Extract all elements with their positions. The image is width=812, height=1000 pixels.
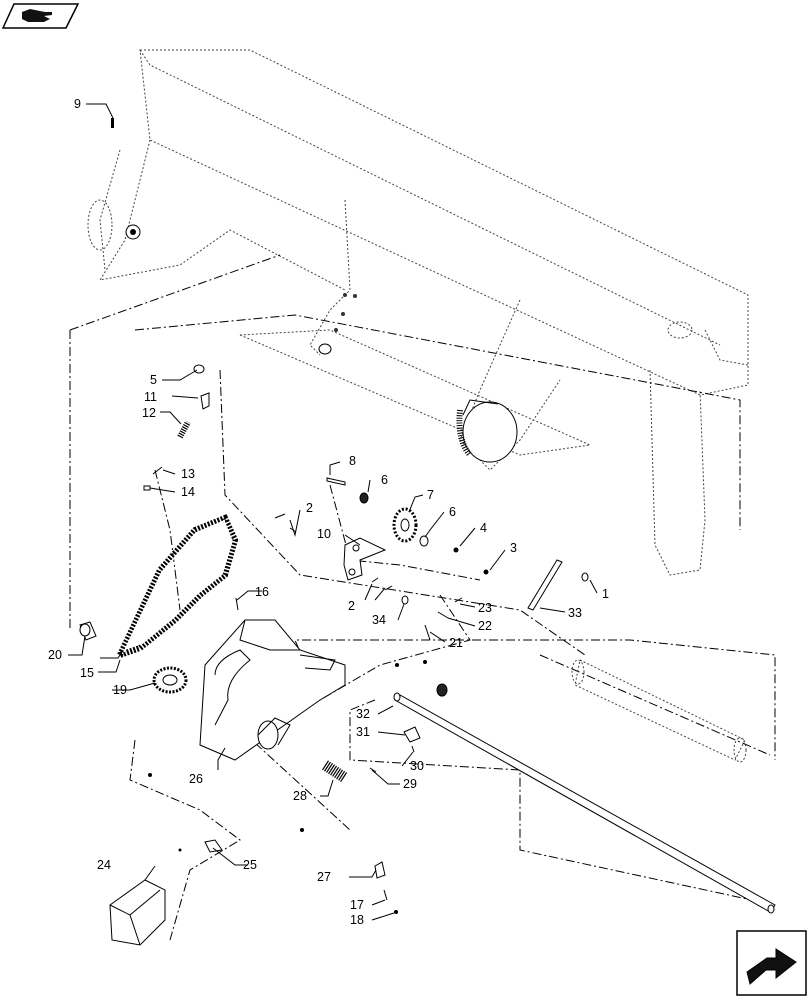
header-frame-phantom xyxy=(87,49,749,576)
callout-18: 18 xyxy=(350,913,364,927)
part-30-screw xyxy=(411,745,415,753)
callout-27: 27 xyxy=(317,870,331,884)
roller-phantom xyxy=(571,659,747,763)
part-23-clip xyxy=(454,597,463,603)
part-21-spring-pin xyxy=(424,624,431,641)
callout-16: 16 xyxy=(255,585,269,599)
small-hardware xyxy=(148,660,427,777)
part-32-collar xyxy=(436,683,448,697)
part-2-clip-b xyxy=(371,577,393,591)
part-17-bolt xyxy=(383,889,388,901)
part-27-bracket xyxy=(374,861,386,879)
callout-10: 10 xyxy=(317,527,331,541)
next-page-button[interactable] xyxy=(736,930,807,996)
callout-30: 30 xyxy=(410,759,424,773)
callout-4: 4 xyxy=(480,521,487,535)
part-7-idler-sprocket xyxy=(392,507,418,543)
part-13-pin xyxy=(152,466,163,475)
part-32-drive-shaft xyxy=(393,692,776,914)
callout-labels: 1 2 2 3 4 5 6 6 7 8 9 10 11 12 13 14 15 … xyxy=(48,97,609,927)
part-6-nut-b xyxy=(419,535,429,547)
callout-11: 11 xyxy=(144,390,157,404)
part-24-cover xyxy=(109,879,166,946)
callout-24: 24 xyxy=(97,858,111,872)
part-11-clip xyxy=(200,392,210,410)
callout-1: 1 xyxy=(602,587,609,601)
callout-20: 20 xyxy=(48,648,62,662)
part-4-washer xyxy=(453,547,459,553)
callout-15: 15 xyxy=(80,666,94,680)
part-28-spring xyxy=(322,760,348,783)
callout-21: 21 xyxy=(449,636,463,650)
assembly-guide-lines xyxy=(69,254,776,941)
callout-32: 32 xyxy=(356,707,370,721)
part-25-bracket xyxy=(178,828,304,853)
callout-7: 7 xyxy=(427,488,434,502)
part-14-pin xyxy=(143,485,151,491)
callout-2: 2 xyxy=(348,599,355,613)
callout-31: 31 xyxy=(356,725,370,739)
callout-12: 12 xyxy=(142,406,156,420)
callout-8: 8 xyxy=(349,454,356,468)
part-8-bolt xyxy=(326,477,346,486)
callout-6: 6 xyxy=(381,473,388,487)
arrow-next-page-icon xyxy=(746,948,797,986)
part-18-nut xyxy=(394,910,398,914)
callout-17: 17 xyxy=(350,898,364,912)
callout-5: 5 xyxy=(150,373,157,387)
callout-29: 29 xyxy=(403,777,417,791)
part-10-idler-arm xyxy=(343,537,387,581)
part-12-spring xyxy=(177,420,191,439)
part-1-nut xyxy=(581,572,589,582)
part-19-sprocket xyxy=(152,666,188,694)
part-20-bushing xyxy=(79,621,97,641)
hand-pointer-back-icon xyxy=(22,9,52,22)
callout-33: 33 xyxy=(568,606,582,620)
callout-23: 23 xyxy=(478,601,492,615)
back-button[interactable] xyxy=(1,3,80,29)
part-29-key xyxy=(369,767,377,773)
callout-6: 6 xyxy=(449,505,456,519)
callout-28: 28 xyxy=(293,789,307,803)
callout-14: 14 xyxy=(181,485,195,499)
callout-34: 34 xyxy=(372,613,386,627)
callout-26: 26 xyxy=(189,772,203,786)
part-26-chain-guard xyxy=(199,597,346,761)
part-22-pin xyxy=(437,611,449,619)
callout-9: 9 xyxy=(74,97,81,111)
part-6-nut-a xyxy=(359,492,369,504)
part-5-nut xyxy=(193,364,205,374)
part-33-rod xyxy=(527,559,563,611)
part-15-chain xyxy=(114,514,239,661)
callout-2: 2 xyxy=(306,501,313,515)
part-34-pin xyxy=(401,595,409,605)
callout-13: 13 xyxy=(181,467,195,481)
callout-25: 25 xyxy=(243,858,257,872)
part-3-pin xyxy=(483,569,489,575)
callout-3: 3 xyxy=(510,541,517,555)
leader-lines xyxy=(68,103,598,921)
part-31-collar xyxy=(403,726,421,743)
callout-22: 22 xyxy=(478,619,492,633)
callout-19: 19 xyxy=(113,683,127,697)
part-9-bolt xyxy=(111,118,114,128)
